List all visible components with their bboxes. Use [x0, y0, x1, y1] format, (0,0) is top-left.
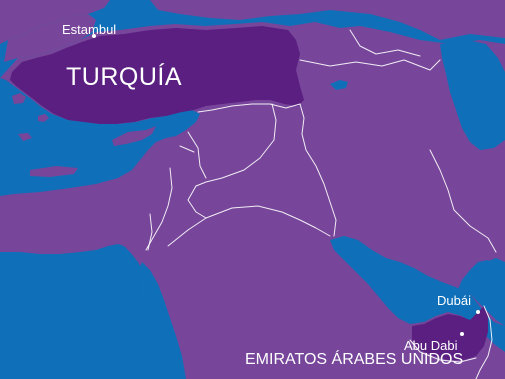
syria-turkey-border: [197, 103, 301, 113]
istanbul-label: Estambul: [62, 22, 116, 37]
egypt-border: [147, 213, 153, 251]
aegean-island-1: [12, 93, 26, 104]
caspian-sea: [440, 40, 505, 150]
north-black-sea-land: [150, 0, 505, 40]
aegean-island-3: [18, 133, 32, 141]
abu-dhabi-marker-icon: [460, 332, 464, 336]
levant-border: [187, 131, 207, 179]
dubai-label: Dubái: [437, 293, 471, 308]
saudi-uae-border: [409, 339, 477, 363]
syria-iraq-border: [195, 103, 277, 187]
oman-border: [475, 305, 493, 379]
lake-van: [330, 80, 348, 90]
abu-dhabi-label: Abu Dabi: [404, 338, 458, 353]
istanbul-marker-icon: [92, 34, 96, 38]
iran-armenia-border: [299, 59, 441, 71]
red-sea: [136, 262, 186, 379]
israel-jordan-border: [145, 167, 173, 251]
iraq-saudi-border: [205, 205, 331, 237]
country-borders: [145, 29, 497, 379]
caucasus-border: [349, 29, 421, 57]
dubai-marker-icon: [476, 310, 480, 314]
cyprus: [112, 126, 156, 146]
iran-afghan-border: [429, 149, 497, 253]
aegean-island-2: [38, 114, 49, 122]
turkey-highlight: [10, 26, 304, 124]
iraq-iran-border: [299, 103, 337, 237]
uae-label: EMIRATOS ÁRABES UNIDOS: [245, 349, 463, 368]
gulf-of-oman: [486, 258, 505, 300]
lebanon-border: [179, 145, 195, 153]
gulf-of-suez: [120, 246, 136, 272]
turkey-label: TURQUÍA: [66, 62, 182, 91]
thrace-landmass: [4, 14, 96, 62]
balkans-landmass: [0, 0, 110, 44]
uae-highlight: [412, 306, 488, 360]
crete: [30, 166, 78, 177]
persian-gulf: [330, 236, 505, 352]
